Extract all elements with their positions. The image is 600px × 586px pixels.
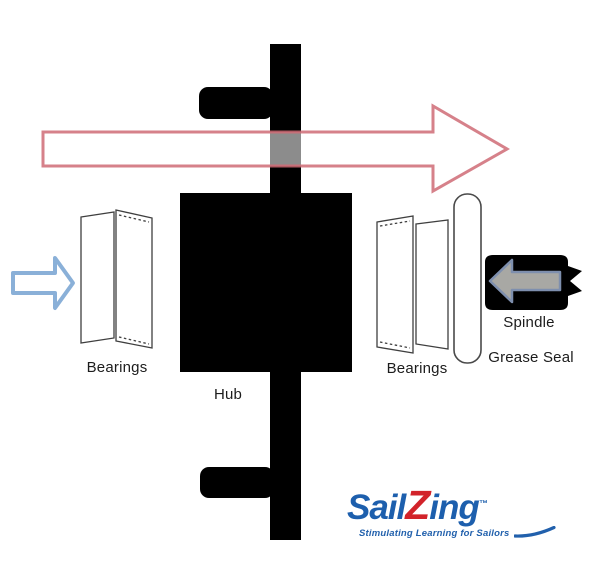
grease-seal-shape (453, 193, 482, 364)
bearing-plate-hidden-edge (118, 336, 150, 345)
spindle-left-arrow-icon (488, 258, 562, 304)
axial-flow-arrow-icon (41, 103, 511, 194)
upper-lug (199, 87, 273, 119)
logo-tagline-row: Stimulating Learning for Sailors (359, 525, 556, 539)
logo-wordmark: SailZing™ (347, 485, 547, 527)
inward-right-arrow-icon (11, 256, 75, 310)
logo-swoosh-icon (513, 525, 556, 538)
spindle-label: Spindle (503, 314, 555, 331)
bearing-plate (80, 211, 115, 344)
bearing-plate (115, 209, 153, 349)
bearings-left-label: Bearings (86, 359, 148, 376)
hub-label: Hub (213, 386, 243, 403)
bearing-plate-hidden-edge (118, 214, 150, 223)
bearing-plate-hidden-edge (379, 220, 411, 227)
bearing-plate (415, 219, 449, 350)
bearings-right-label: Bearings (386, 360, 448, 377)
trademark-symbol: ™ (478, 498, 488, 509)
lower-lug (200, 467, 274, 498)
sailzing-logo: SailZing™ Stimulating Learning for Sailo… (347, 485, 556, 539)
logo-word-sail: Sail (347, 488, 406, 527)
logo-letter-z: Z (405, 482, 430, 528)
bearings-left-group (80, 209, 153, 349)
axle-structure (180, 44, 352, 540)
grease-seal-label: Grease Seal (488, 349, 574, 366)
logo-word-ing: ing (429, 488, 479, 527)
bearing-plate (376, 215, 414, 354)
bearing-plate-hidden-edge (379, 341, 411, 349)
logo-tagline: Stimulating Learning for Sailors (359, 527, 510, 539)
hub-block (180, 193, 352, 372)
bearings-right-group (376, 215, 449, 354)
